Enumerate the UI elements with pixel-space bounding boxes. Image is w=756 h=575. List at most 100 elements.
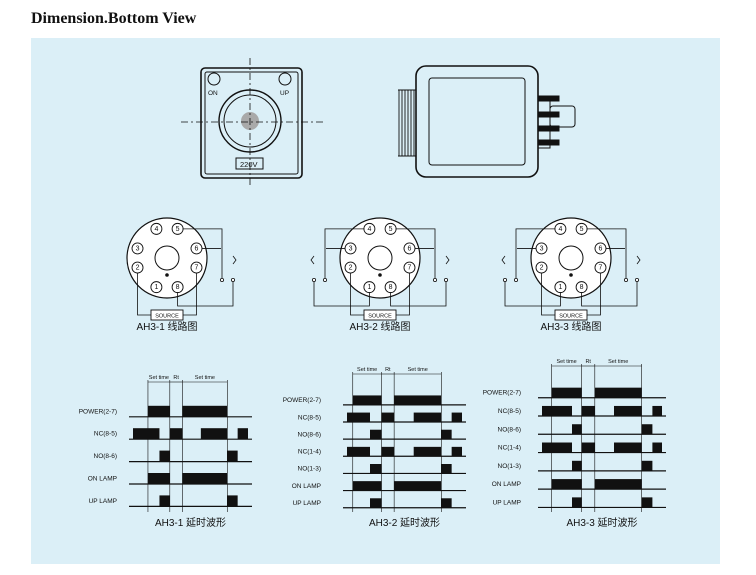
timing-pulse (237, 428, 248, 440)
timing-row-label: UP LAMP (293, 500, 321, 507)
timing-row-label: POWER(2-7) (483, 390, 521, 397)
wire-1 (504, 280, 561, 307)
pin-4-circle (150, 222, 163, 235)
timing-row-label: NO(1-3) (298, 466, 321, 473)
up-led-icon (278, 72, 292, 86)
timing-pulse (147, 473, 170, 484)
voltage-box (235, 157, 264, 170)
timing-row-label: NO(8-6) (498, 426, 521, 433)
contact-switch-icon (501, 255, 506, 265)
pin-5-label: 5 (176, 226, 180, 233)
timing-pulse (441, 429, 452, 440)
timing-row-label: NO(8-6) (94, 453, 117, 460)
terminal-node (219, 277, 224, 282)
timing-pulse (413, 412, 442, 422)
source-label: SOURCE (559, 314, 583, 320)
timing-row-label: POWER(2-7) (283, 397, 321, 404)
voltage-label: 220V (240, 160, 258, 169)
timing-pulse (381, 412, 395, 422)
pin-1-label: 1 (367, 284, 371, 291)
timing-caption: AH3-2 延时波形 (369, 516, 440, 529)
pin-2-label: 2 (349, 265, 353, 272)
pin-3-label: 3 (349, 245, 353, 252)
pin-2-label: 2 (136, 265, 140, 272)
timing-row-label: ON LAMP (88, 476, 117, 483)
timing-pulse (352, 395, 382, 405)
timing-pulse (159, 495, 170, 507)
socket-center-hole (558, 245, 584, 271)
timing-row-label: NO(8-6) (298, 431, 321, 438)
pin-8-label: 8 (580, 284, 584, 291)
timing-row-label: NC(1-4) (498, 445, 521, 452)
terminal-node (513, 277, 518, 282)
pin-1-label: 1 (154, 284, 158, 291)
pin-3-circle (131, 242, 144, 255)
timing-pulse (652, 442, 662, 453)
rt-label: Rt (385, 367, 391, 373)
wire-7 (585, 272, 601, 316)
set-time-label: Set time (357, 367, 377, 373)
timing-pulse (542, 405, 572, 416)
timing-pulse (451, 412, 462, 422)
timing-pulse (441, 464, 452, 474)
pin-4-label: 4 (154, 226, 158, 233)
timing-pulse (641, 424, 653, 435)
socket-key-icon (165, 273, 169, 277)
rt-label: Rt (173, 375, 179, 381)
timing-row-label: UP LAMP (89, 498, 117, 505)
timing-pulse (594, 479, 642, 490)
pin-7-label: 7 (195, 265, 199, 272)
wire-8 (581, 280, 638, 307)
pin-7-label: 7 (408, 265, 412, 272)
wire-5 (182, 228, 223, 280)
terminal-node (443, 277, 448, 282)
wire-7 (181, 272, 197, 316)
timing-row-label: ON LAMP (292, 483, 321, 490)
timing-pulse (227, 450, 238, 462)
pin-4-label: 4 (558, 226, 562, 233)
timing-row-label: NO(1-3) (498, 463, 521, 470)
pin-6-label: 6 (599, 245, 603, 252)
timing-pulse (572, 497, 582, 508)
source-box (150, 309, 184, 321)
wire-4 (324, 228, 365, 280)
pin-1-circle (150, 281, 163, 294)
set-time-label: Set time (195, 375, 215, 381)
timing-pulse (370, 498, 382, 508)
contact-switch-icon (636, 255, 641, 265)
wire-4 (515, 228, 556, 280)
wire-5 (395, 228, 436, 280)
terminal-node (432, 277, 437, 282)
timing-pulse (641, 497, 653, 508)
timing-pulse (413, 446, 442, 457)
timing-pulse (227, 495, 238, 507)
timing-pulse (394, 481, 442, 491)
pin-3-label: 3 (136, 245, 140, 252)
wiring-caption: AH3-1 线路图 (136, 320, 197, 333)
pin-6-label: 6 (408, 245, 412, 252)
side-housing (415, 65, 539, 178)
timing-pulse (581, 442, 595, 453)
timing-pulse (381, 446, 395, 457)
timing-pulse (581, 405, 595, 416)
terminal-node (624, 277, 629, 282)
front-view (181, 58, 323, 188)
front-housing-inner (204, 71, 299, 175)
pin-4-label: 4 (367, 226, 371, 233)
wire-2 (541, 272, 557, 316)
timing-row-label: ON LAMP (492, 481, 521, 488)
timing-pulse (652, 405, 662, 416)
wire-8 (390, 280, 447, 307)
timing-pulse (551, 387, 582, 398)
timing-pulse (352, 481, 382, 491)
side-pin (538, 111, 560, 118)
pin-6-label: 6 (195, 245, 199, 252)
